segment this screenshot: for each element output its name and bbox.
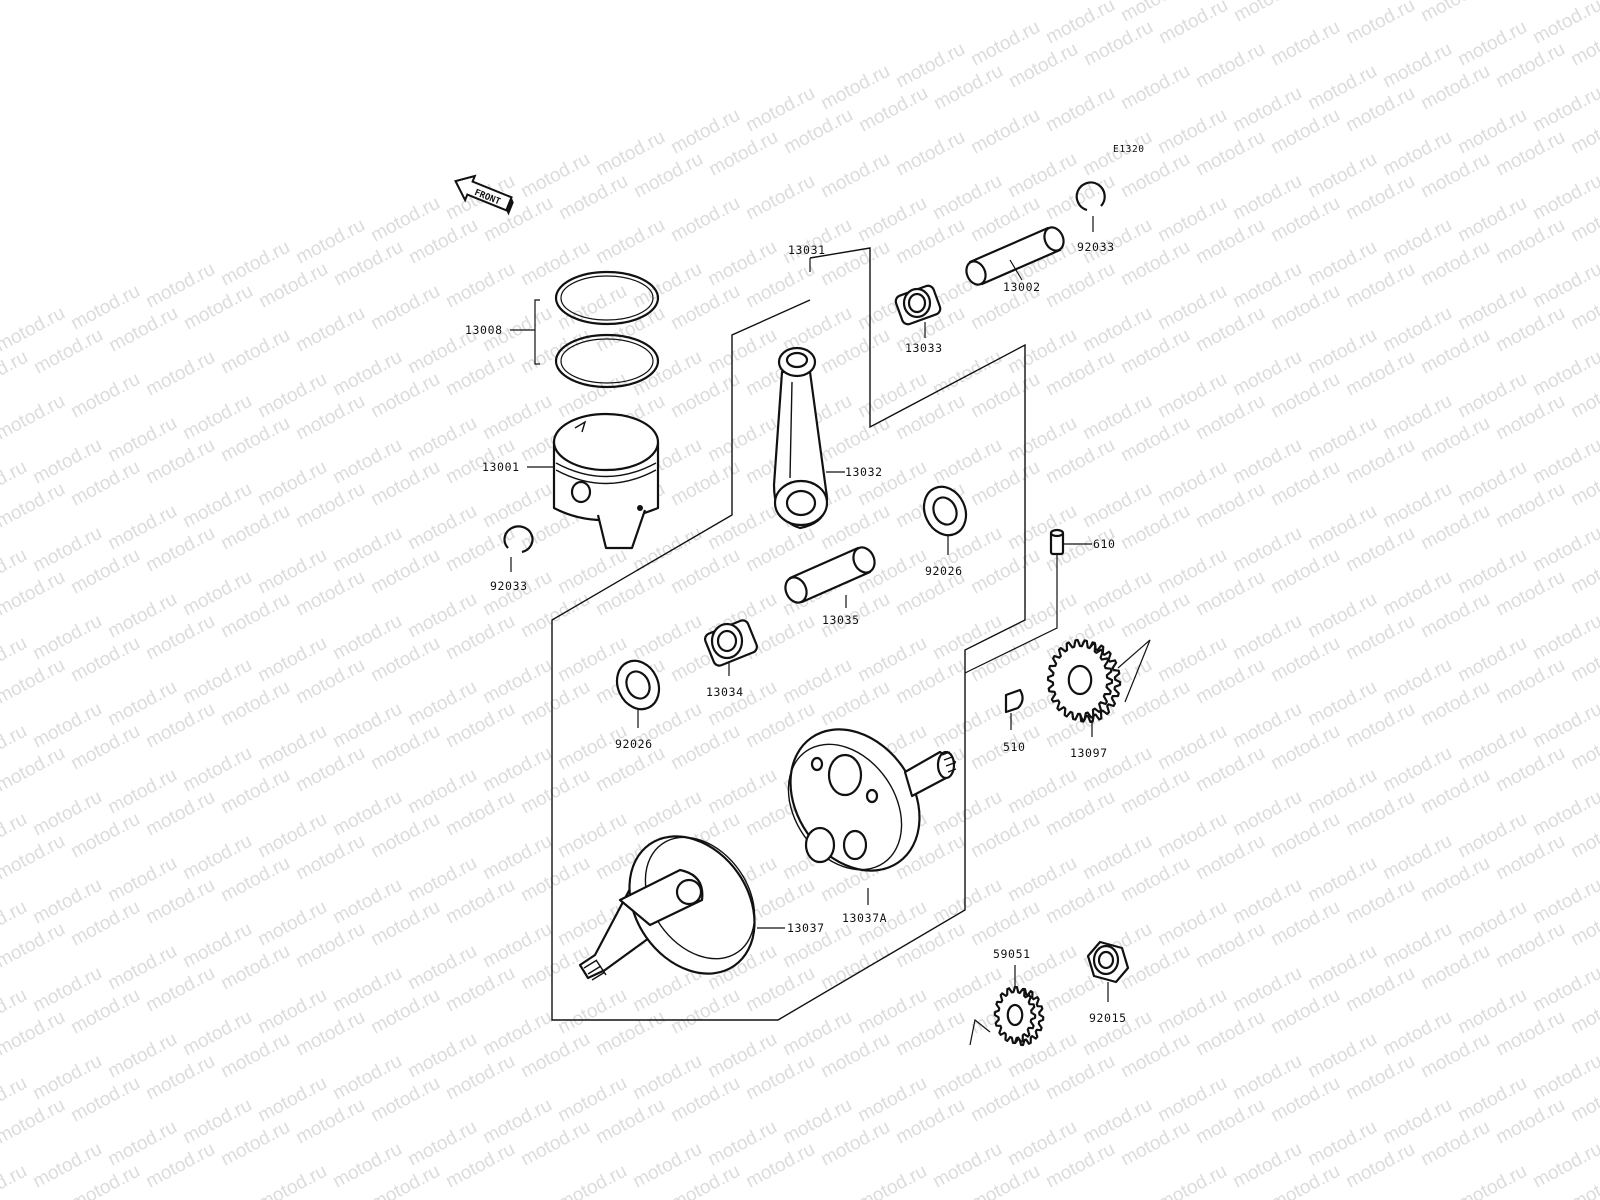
- watermark-text: motod.ru: [967, 105, 1043, 159]
- watermark-text: motod.ru: [367, 281, 443, 335]
- assembly-outline: [551, 247, 1026, 1021]
- watermark-text: motod.ru: [0, 1007, 69, 1061]
- watermark-text: motod.ru: [0, 655, 69, 709]
- part-label-92033-right: 92033: [1077, 240, 1115, 254]
- watermark-text: motod.ru: [0, 479, 69, 533]
- watermark-text: motod.ru: [0, 391, 69, 445]
- part-label-59051: 59051: [993, 947, 1031, 961]
- piston-pin-icon: [965, 226, 1065, 286]
- dowel-pin-icon: [1049, 528, 1065, 556]
- watermark-text: motod.ru: [742, 171, 818, 225]
- part-label-92026-left: 92026: [615, 737, 653, 751]
- part-label-13033: 13033: [905, 341, 943, 355]
- part-label-13032: 13032: [845, 465, 883, 479]
- part-label-92026-right: 92026: [925, 564, 963, 578]
- watermark-text: motod.ru: [1342, 0, 1418, 48]
- watermark-text: motod.ru: [254, 1161, 330, 1200]
- watermark-text: motod.ru: [667, 193, 743, 247]
- watermark-text: motod.ru: [554, 1161, 630, 1200]
- watermark-text: motod.ru: [1492, 0, 1568, 4]
- woodruff-key-icon: [1004, 688, 1024, 714]
- watermark-text: motod.ru: [292, 303, 368, 357]
- watermark-text: motod.ru: [1155, 0, 1231, 48]
- part-label-13037: 13037: [787, 921, 825, 935]
- watermark-text: motod.ru: [442, 259, 518, 313]
- crank-pin-icon: [784, 546, 876, 604]
- watermark-text: motod.ru: [1305, 0, 1381, 4]
- needle-bearing-big-icon: [704, 619, 758, 667]
- circlip-right-icon: [1075, 181, 1106, 212]
- watermark-text: motod.ru: [1267, 17, 1343, 71]
- thrust-washer-right-icon: [922, 485, 968, 537]
- part-label-13001: 13001: [482, 460, 520, 474]
- watermark-text: motod.ru: [0, 743, 69, 797]
- watermark-text: motod.ru: [0, 919, 69, 973]
- piston-rings-icon: [554, 270, 660, 389]
- thrust-washer-left-icon: [615, 659, 661, 711]
- watermark-text: motod.ru: [1042, 83, 1118, 137]
- circlip-left-icon: [503, 525, 534, 554]
- part-label-13097: 13097: [1070, 746, 1108, 760]
- watermark-text: motod.ru: [0, 347, 32, 401]
- diagram-code: E1320: [1113, 144, 1145, 155]
- watermark-text: motod.ru: [1417, 0, 1493, 26]
- watermark-text: motod.ru: [0, 567, 69, 621]
- watermark-text: motod.ru: [1117, 61, 1193, 115]
- nut-icon: [1086, 940, 1130, 984]
- watermark-text: motod.ru: [0, 1161, 31, 1200]
- watermark-text: motod.ru: [0, 831, 69, 885]
- watermark-text: motod.ru: [1454, 1161, 1530, 1200]
- part-label-13031: 13031: [788, 243, 826, 257]
- watermark-text: motod.ru: [517, 237, 593, 291]
- watermark-text: motod.ru: [1154, 1161, 1230, 1200]
- watermark-text: motod.ru: [854, 1161, 930, 1200]
- needle-bearing-small-icon: [894, 284, 942, 326]
- watermark-text: motod.ru: [1192, 39, 1268, 93]
- part-label-13037A: 13037A: [842, 911, 887, 925]
- watermark-text: motod.ru: [892, 127, 968, 181]
- drive-gear-icon: [993, 985, 1045, 1047]
- part-label-13008: 13008: [465, 323, 503, 337]
- part-label-13035: 13035: [822, 613, 860, 627]
- piston-icon: [552, 412, 660, 550]
- part-label-510: 510: [1003, 740, 1026, 754]
- leader-13008: [534, 299, 540, 365]
- watermark-text: motod.ru: [592, 215, 668, 269]
- part-label-92033-left: 92033: [490, 579, 528, 593]
- watermark-text: motod.ru: [0, 1095, 69, 1149]
- connecting-rod-icon: [772, 346, 829, 530]
- watermark-text: motod.ru: [142, 347, 218, 401]
- watermark-text: motod.ru: [67, 369, 143, 423]
- watermark-text: motod.ru: [1230, 0, 1306, 26]
- part-label-13002: 13002: [1003, 280, 1041, 294]
- primary-gear-icon: [1046, 639, 1122, 723]
- crankshaft-left-icon: [578, 835, 756, 981]
- watermark-text: motod.ru: [817, 149, 893, 203]
- part-label-92015: 92015: [1089, 1011, 1127, 1025]
- crankshaft-right-icon: [787, 728, 957, 872]
- part-label-610: 610: [1093, 537, 1116, 551]
- part-label-13034: 13034: [706, 685, 744, 699]
- watermark-text: motod.ru: [217, 325, 293, 379]
